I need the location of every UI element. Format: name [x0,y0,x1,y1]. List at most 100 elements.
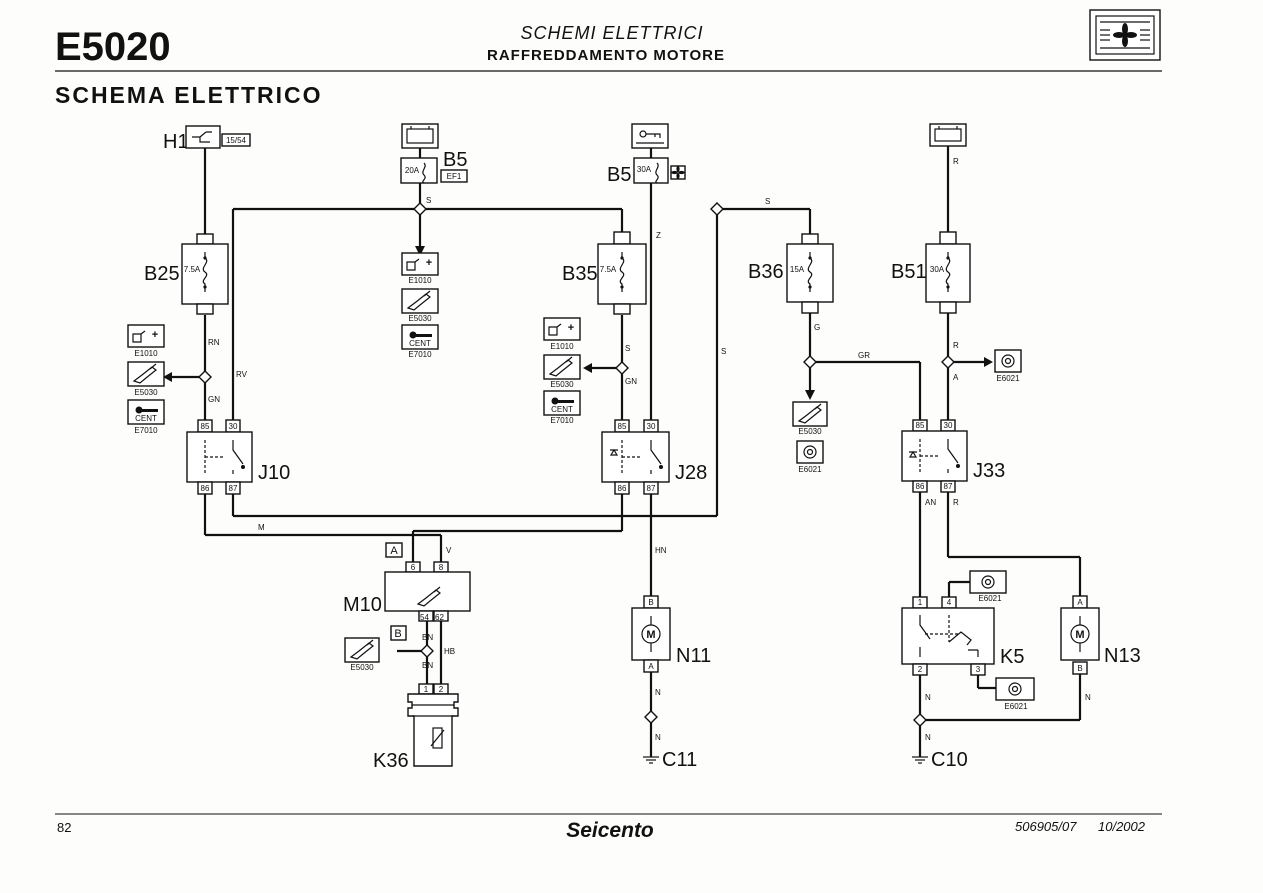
fuse-b5-20a: 20A B5 EF1 [400,149,468,184]
h1-pin-label: 15/54 [226,136,247,145]
relay-j10: 85 30 86 87 J10 [186,419,290,495]
svg-text:EF1: EF1 [447,172,462,181]
n11-label: N11 [676,645,711,667]
e5030-ref-b36: E5030 [792,401,828,436]
e5030-ref-b35: E5030 [543,354,581,389]
svg-text:6: 6 [411,563,416,572]
svg-text:GR: GR [858,351,870,360]
h1-label: H1 [163,131,189,153]
svg-text:3: 3 [976,665,981,674]
svg-text:CENT: CENT [551,405,573,414]
svg-text:A: A [648,662,654,671]
svg-text:N: N [655,733,661,742]
k5-label: K5 [1000,646,1024,668]
svg-text:S: S [721,347,726,356]
arrowheads [163,246,993,400]
svg-text:G: G [814,323,820,332]
relay-j28: 85 30 86 87 J28 [601,419,707,495]
svg-text:E5030: E5030 [350,663,374,672]
fan-icon [1089,9,1161,61]
wire-codes: S Z S R RN RV GN S GN S G GR R A M V HN … [208,157,1091,742]
m10-label: M10 [343,594,382,616]
svg-text:M: M [258,523,265,532]
svg-text:86: 86 [916,482,925,491]
e6021-ref-b36: E6021 [796,440,824,474]
svg-text:E6021: E6021 [798,465,822,474]
svg-text:20A: 20A [405,166,420,175]
svg-text:M: M [646,629,655,641]
e6021-ref-k5-bottom: E6021 [995,677,1035,711]
svg-text:86: 86 [618,484,627,493]
c10-label: C10 [931,749,968,771]
svg-text:+: + [568,322,574,334]
svg-text:E7010: E7010 [408,350,432,359]
wires [170,140,1082,757]
b35-label: B35 [562,263,598,285]
svg-text:2: 2 [439,685,444,694]
battery-icon [401,123,439,149]
relay-j33: 85 30 86 87 J33 [901,419,1005,493]
ground-c11: C11 [643,749,697,771]
svg-text:E1010: E1010 [408,276,432,285]
svg-text:R: R [953,498,959,507]
svg-text:62: 62 [435,613,444,622]
coolant-sensor-k36: 1 2 K36 [373,683,459,772]
publication-date: 10/2002 [1098,819,1146,834]
svg-text:87: 87 [647,484,656,493]
fuse-b35: 7.5A B35 [562,231,647,315]
svg-text:87: 87 [229,484,238,493]
svg-text:E1010: E1010 [134,349,158,358]
e1010-ref-left: + E1010 [127,324,165,358]
b51-label: B51 [891,261,927,283]
svg-text:E5030: E5030 [550,380,574,389]
fuse-b36: 15A B36 [748,233,834,314]
brand-name: Seicento [566,819,654,842]
c11-label: C11 [662,749,697,771]
svg-text:RV: RV [236,370,248,379]
svg-text:E7010: E7010 [550,416,574,425]
e1010-ref-center: + E1010 [401,252,439,285]
svg-text:E7010: E7010 [134,426,158,435]
e7010-ref-left: CENT E7010 [127,399,165,435]
b5-label: B5 [443,149,467,171]
svg-text:A: A [953,373,959,382]
svg-text:30A: 30A [637,165,652,174]
fan-small-icon [671,165,685,180]
document-reference: 506905/07 [1015,819,1077,834]
manual-subtitle: RAFFREDDAMENTO MOTORE [487,47,725,64]
b36-label: B36 [748,261,784,283]
e6021-ref-k5-top: E6021 [969,570,1007,603]
svg-text:BN: BN [422,661,433,670]
svg-text:N: N [1085,693,1091,702]
svg-text:V: V [446,546,452,555]
ignition-switch-h1: H1 15/54 [163,125,251,153]
svg-text:7.5A: 7.5A [600,265,617,274]
e6021-ref-b51: E6021 [994,349,1022,383]
svg-text:30A: 30A [930,265,945,274]
j28-label: J28 [675,462,707,484]
svg-text:GN: GN [625,377,637,386]
fuse-b51: 30A B51 [891,231,971,314]
b25-label: B25 [144,263,180,285]
svg-text:N: N [925,733,931,742]
fan-motor-n13: A M B N13 [1060,595,1141,675]
svg-text:N: N [655,688,661,697]
manual-title: SCHEMI ELETTRICI [520,23,703,43]
svg-text:+: + [152,329,158,341]
svg-text:CENT: CENT [135,414,157,423]
e5030-ref-m10: E5030 [344,637,380,672]
svg-text:1: 1 [424,685,429,694]
svg-text:E6021: E6021 [996,374,1020,383]
svg-text:BN: BN [422,633,433,642]
ground-c10: C10 [912,749,968,771]
svg-text:E5030: E5030 [408,314,432,323]
svg-text:HB: HB [444,647,455,656]
svg-text:E5030: E5030 [134,388,158,397]
relay-k5: 1 4 2 3 K5 [901,596,1024,676]
j10-label: J10 [258,462,290,484]
junction-nodes [198,202,955,727]
ecu-m10: A 6 8 54 62 M10 B [343,542,471,641]
svg-text:30: 30 [944,421,953,430]
